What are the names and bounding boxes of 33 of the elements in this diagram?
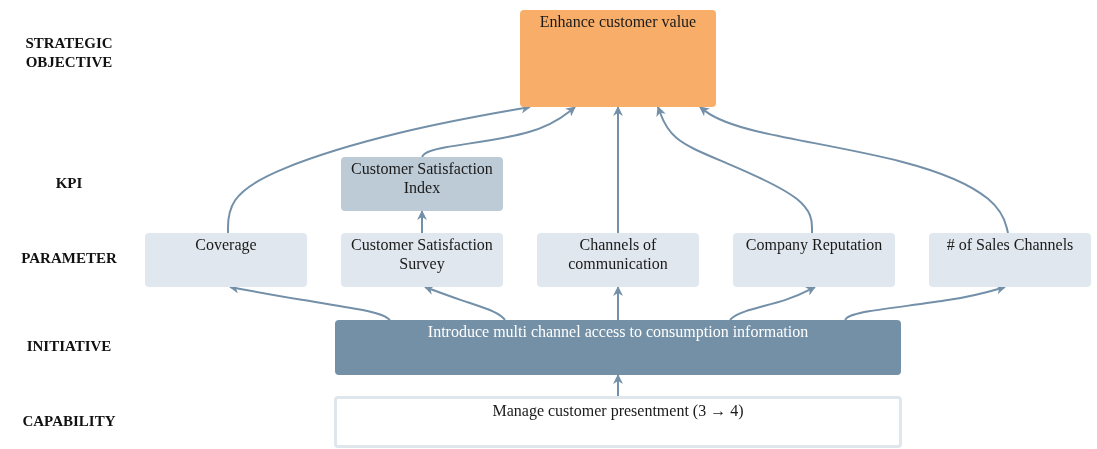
process-box bbox=[733, 233, 895, 287]
level-label: CAPABILITY bbox=[21, 412, 117, 431]
arrow bbox=[729, 286, 816, 321]
process-box bbox=[537, 233, 699, 287]
arrow bbox=[613, 286, 623, 321]
level-label: STRATEGIC OBJECTIVE bbox=[24, 34, 114, 72]
node-text: Customer Satisfaction Survey bbox=[350, 235, 494, 273]
arrow bbox=[699, 106, 1009, 234]
process-box bbox=[929, 233, 1091, 287]
node-text: Manage customer presentment (3 → 4) bbox=[492, 401, 744, 420]
arrow bbox=[613, 106, 623, 234]
level-label: KPI bbox=[54, 174, 84, 193]
level-label: INITIATIVE bbox=[25, 337, 113, 356]
arrow bbox=[417, 210, 427, 234]
process-box bbox=[341, 233, 503, 287]
node-text: Customer Satisfaction Index bbox=[350, 159, 494, 197]
arrow bbox=[424, 285, 506, 321]
arrow bbox=[656, 106, 813, 234]
arrow bbox=[421, 106, 576, 158]
process-box bbox=[145, 233, 307, 287]
capability-box bbox=[334, 396, 902, 448]
node-text: Company Reputation bbox=[745, 235, 883, 254]
process-box bbox=[335, 320, 901, 375]
node-text: # of Sales Channels bbox=[946, 235, 1074, 254]
node-text: Coverage bbox=[195, 235, 257, 254]
node-text: Enhance customer value bbox=[539, 12, 697, 31]
node-text: Channels of communication bbox=[567, 235, 669, 273]
process-box bbox=[520, 10, 716, 107]
process-box bbox=[341, 157, 503, 211]
arrow bbox=[844, 284, 1006, 321]
arrow bbox=[613, 374, 623, 397]
level-label: PARAMETER bbox=[20, 249, 118, 268]
node-text: Introduce multi channel access to consumption information bbox=[427, 322, 809, 341]
